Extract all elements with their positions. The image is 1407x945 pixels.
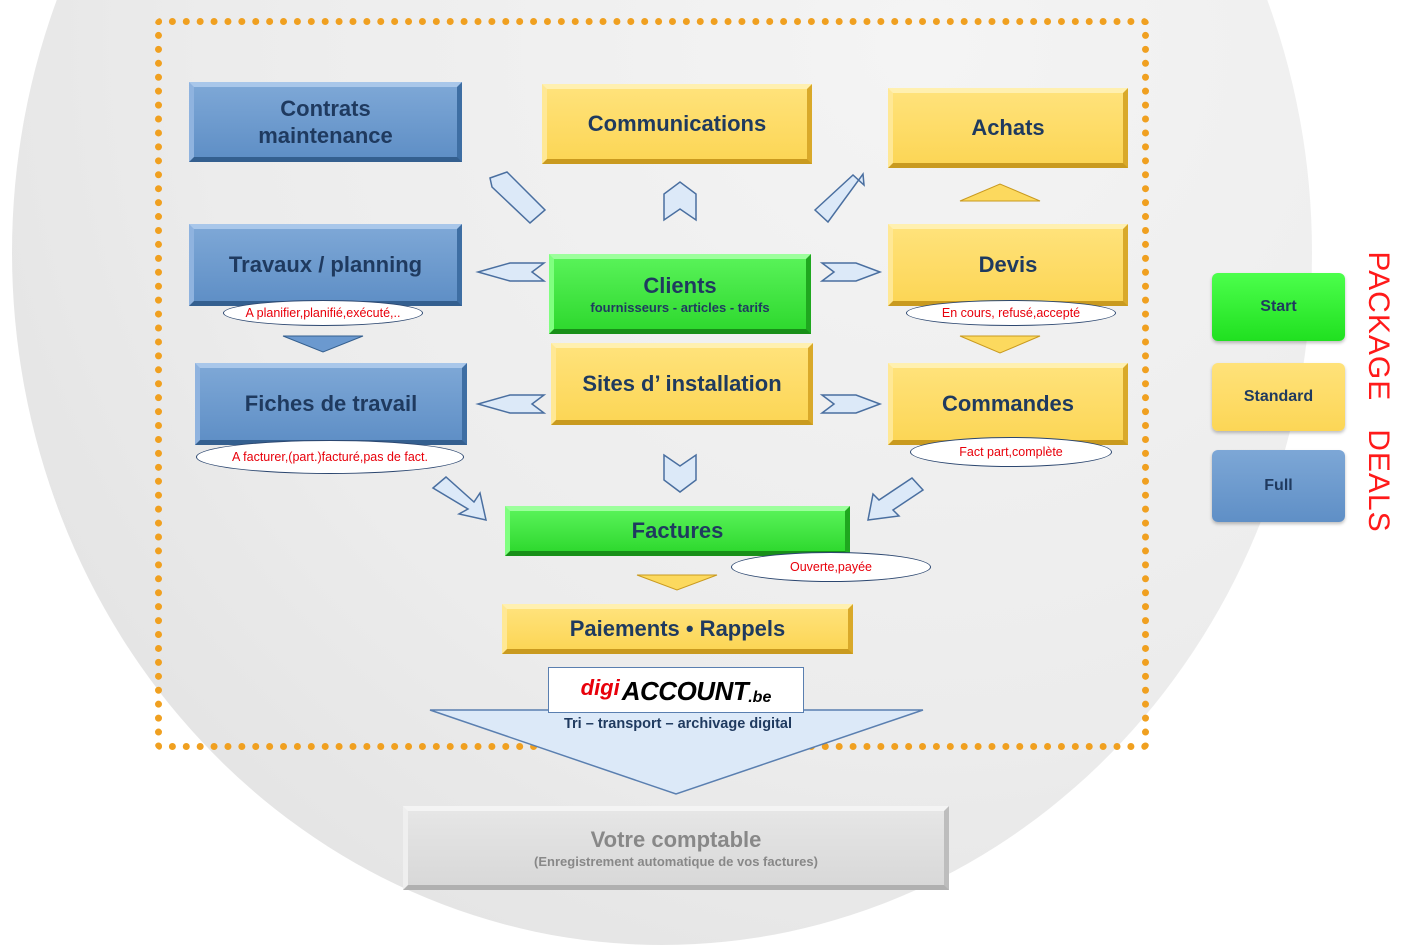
triangle-devis-to-achats	[959, 183, 1041, 202]
box-devis: Devis	[888, 224, 1128, 306]
box-factures: Factures	[505, 506, 850, 556]
status-fiches: A facturer,(part.)facturé,pas de fact.	[196, 440, 464, 474]
clients-subtitle: fournisseurs - articles - tarifs	[590, 299, 770, 315]
box-paiements-rappels: Paiements • Rappels	[502, 604, 853, 654]
box-communications: Communications	[542, 84, 812, 164]
arrow-to-communications	[663, 181, 697, 222]
comptable-title: Votre comptable	[590, 827, 762, 853]
status-factures: Ouverte,payée	[731, 552, 931, 582]
status-devis: En cours, refusé,accepté	[906, 300, 1116, 326]
comptable-subtitle: (Enregistrement automatique de vos factu…	[534, 853, 818, 869]
box-commandes: Commandes	[888, 363, 1128, 445]
legend-full: Full	[1212, 450, 1345, 522]
logo-account: ACCOUNT	[621, 676, 749, 706]
digiaccount-logo: digi ACCOUNT .be	[548, 667, 804, 713]
box-sites-installation: Sites d’ installation	[551, 343, 813, 425]
package-word: PACKAGE	[1362, 251, 1395, 402]
arrow-commandes-to-factures	[867, 477, 925, 521]
arrow-fiches-to-factures	[431, 476, 487, 521]
triangle-devis-to-commandes	[959, 335, 1041, 354]
arrow-to-contrats	[489, 171, 547, 225]
arrow-to-factures	[663, 453, 697, 493]
deals-word: DEALS	[1362, 429, 1395, 533]
status-travaux: A planifier,planifié,exécuté,..	[223, 300, 423, 326]
digiaccount-caption: Tri – transport – archivage digital	[563, 716, 793, 732]
triangle-travaux-to-fiches	[282, 335, 364, 353]
legend-start: Start	[1212, 273, 1345, 341]
logo-be: .be	[748, 689, 772, 706]
box-contrats-maintenance: Contrats maintenance	[189, 82, 462, 162]
arrow-to-commandes	[819, 394, 883, 414]
box-clients: Clients fournisseurs - articles - tarifs	[549, 254, 811, 334]
box-votre-comptable: Votre comptable (Enregistrement automati…	[403, 806, 949, 890]
arrow-to-fiches	[475, 394, 547, 414]
clients-title: Clients	[643, 273, 717, 299]
triangle-factures-to-paiements	[636, 574, 718, 591]
box-achats: Achats	[888, 88, 1128, 168]
arrow-to-travaux	[475, 262, 547, 282]
status-commandes: Fact part,complète	[910, 437, 1112, 467]
box-travaux-planning: Travaux / planning	[189, 224, 462, 306]
legend-standard: Standard	[1212, 363, 1345, 431]
logo-digi: digi	[580, 675, 620, 700]
arrow-to-devis	[819, 262, 883, 282]
box-fiches-de-travail: Fiches de travail	[195, 363, 467, 445]
package-deals-title: PACKAGE DEALS	[1362, 242, 1399, 532]
arrow-to-achats	[813, 171, 865, 224]
